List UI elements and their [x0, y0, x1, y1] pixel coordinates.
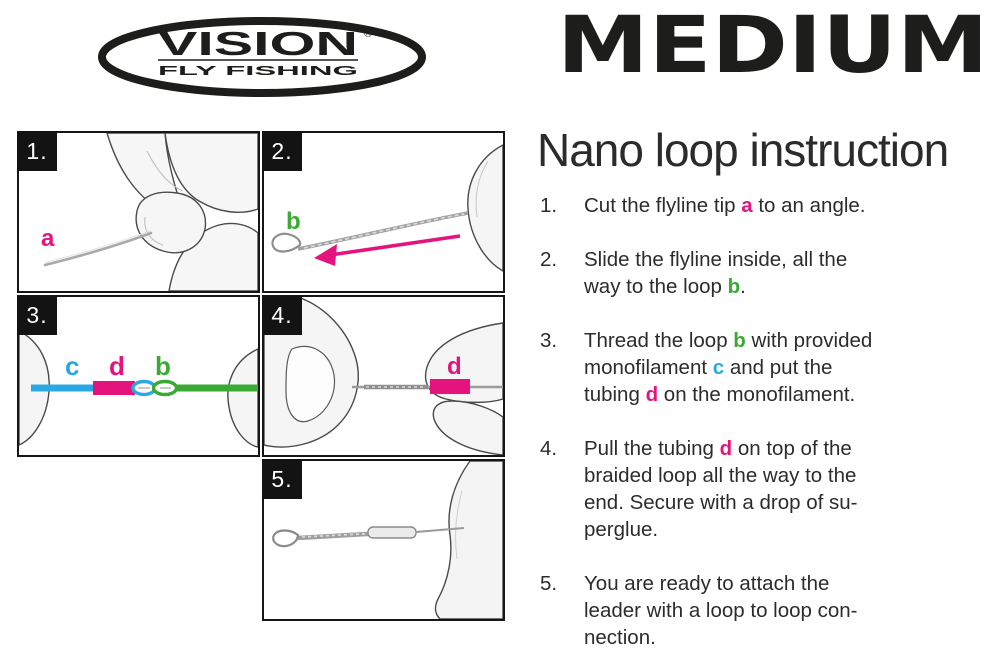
- panel-1-illustration: a: [41, 133, 258, 291]
- step-number: 2.: [540, 248, 558, 271]
- vision-logo: VISION ® FLY FISHING: [98, 17, 426, 97]
- tubing-d-rect: [93, 381, 135, 395]
- panel-step-5: 5.: [262, 459, 505, 621]
- flyline-into-hand: [415, 527, 465, 533]
- panel-3-number-badge: 3.: [17, 295, 57, 335]
- step-number: 4.: [540, 437, 558, 460]
- direction-arrow-head-icon: [314, 244, 337, 266]
- label-a: a: [41, 225, 55, 252]
- flyline-highlight: [44, 230, 152, 263]
- panel-2-number-badge: 2.: [262, 131, 302, 171]
- step-item: 1. Cut the flyline tip a to an angle.: [540, 192, 996, 219]
- panel-5-number-badge: 5.: [262, 459, 302, 499]
- panel-step-4: 4. d: [262, 295, 505, 457]
- step-text: Cut the flyline tip a to an angle.: [584, 194, 866, 217]
- sketch-crease: [455, 490, 463, 560]
- panel-1-number-badge: 1.: [17, 131, 57, 171]
- label-b: b: [155, 351, 171, 381]
- step-key-letter: d: [645, 383, 659, 406]
- registered-mark-icon: ®: [364, 28, 372, 40]
- secured-tubing-rect: [367, 526, 417, 539]
- step-number: 1.: [540, 194, 558, 217]
- braid-texture: [303, 213, 465, 249]
- panel-5-illustration: [272, 461, 503, 619]
- panel-step-2: 2. b: [262, 131, 505, 293]
- logo-tagline: FLY FISHING: [158, 63, 358, 78]
- label-b: b: [286, 208, 301, 235]
- step-key-letter: b: [727, 275, 741, 298]
- hand-sketch: [106, 133, 258, 291]
- sketch-crease: [475, 160, 489, 218]
- step-number: 3.: [540, 329, 558, 352]
- step-key-letter: d: [719, 437, 733, 460]
- direction-arrow-shaft: [329, 234, 461, 257]
- panel-4-number-badge: 4.: [262, 295, 302, 335]
- finished-loop-eye: [272, 529, 300, 548]
- step-key-letter: b: [733, 329, 746, 352]
- step-number: 5.: [540, 572, 558, 595]
- logo-wordmark: VISION: [158, 25, 358, 62]
- panel-3-illustration: c d b: [19, 297, 258, 448]
- panel-step-1: 1. a: [17, 131, 260, 293]
- label-d: d: [447, 353, 462, 380]
- hand-sketch: [434, 461, 503, 619]
- label-d: d: [109, 351, 125, 381]
- steps-list: 1. Cut the flyline tip a to an angle. 2. Sl…: [540, 192, 996, 657]
- flyline-tip-a-line: [43, 231, 153, 267]
- braid-texture: [301, 532, 381, 538]
- step-key-letter: a: [741, 194, 753, 217]
- panel-step-3: 3. c d b: [17, 295, 260, 457]
- label-c: c: [65, 351, 79, 381]
- loop-b-eye: [271, 232, 302, 253]
- size-heading: MEDIUM: [557, 1, 989, 91]
- pinch-gap-sketch: [285, 345, 336, 423]
- tubing-d-rect: [430, 379, 470, 394]
- step-key-letter: c: [712, 356, 725, 379]
- fingertip-sketch: [467, 144, 503, 272]
- page-title: Nano loop instruction: [537, 124, 949, 176]
- logo-ellipse: [98, 17, 426, 97]
- panel-2-illustration: b: [271, 144, 503, 272]
